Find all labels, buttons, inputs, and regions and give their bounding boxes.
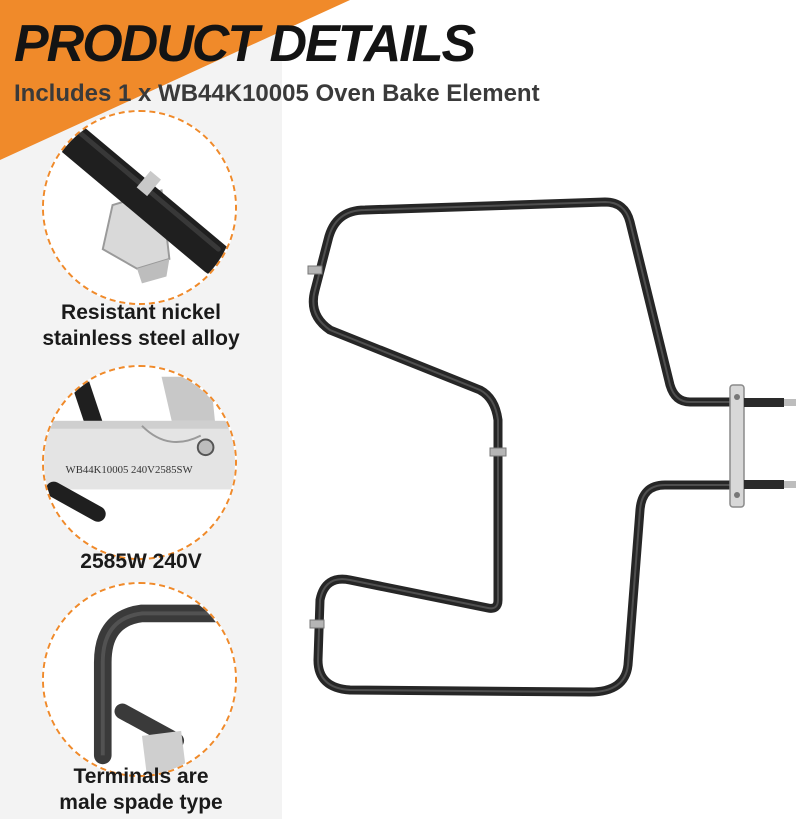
feature-caption-terminals: Terminals are male spade type: [59, 765, 223, 814]
feature-caption-rating: 2585W 240V: [80, 550, 202, 573]
plate-stamp-text: WB44K10005 240V2585SW: [66, 464, 194, 476]
feature-image-rating: WB44K10005 240V2585SW: [42, 365, 237, 560]
feature-image-alloy: [42, 110, 237, 305]
feature-image-terminals: [42, 582, 237, 777]
page-title: PRODUCT DETAILS: [14, 15, 476, 73]
stamped-plate-illustration: WB44K10005 240V2585SW: [44, 367, 235, 558]
tube-bracket-illustration: [44, 112, 235, 303]
page-subtitle: Includes 1 x WB44K10005 Oven Bake Elemen…: [14, 80, 540, 107]
curved-tube-illustration: [44, 584, 235, 775]
feature-caption-alloy: Resistant nickel stainless steel alloy: [42, 301, 240, 350]
bake-element-illustration: [307, 197, 796, 697]
orange-corner-banner: [0, 0, 350, 160]
